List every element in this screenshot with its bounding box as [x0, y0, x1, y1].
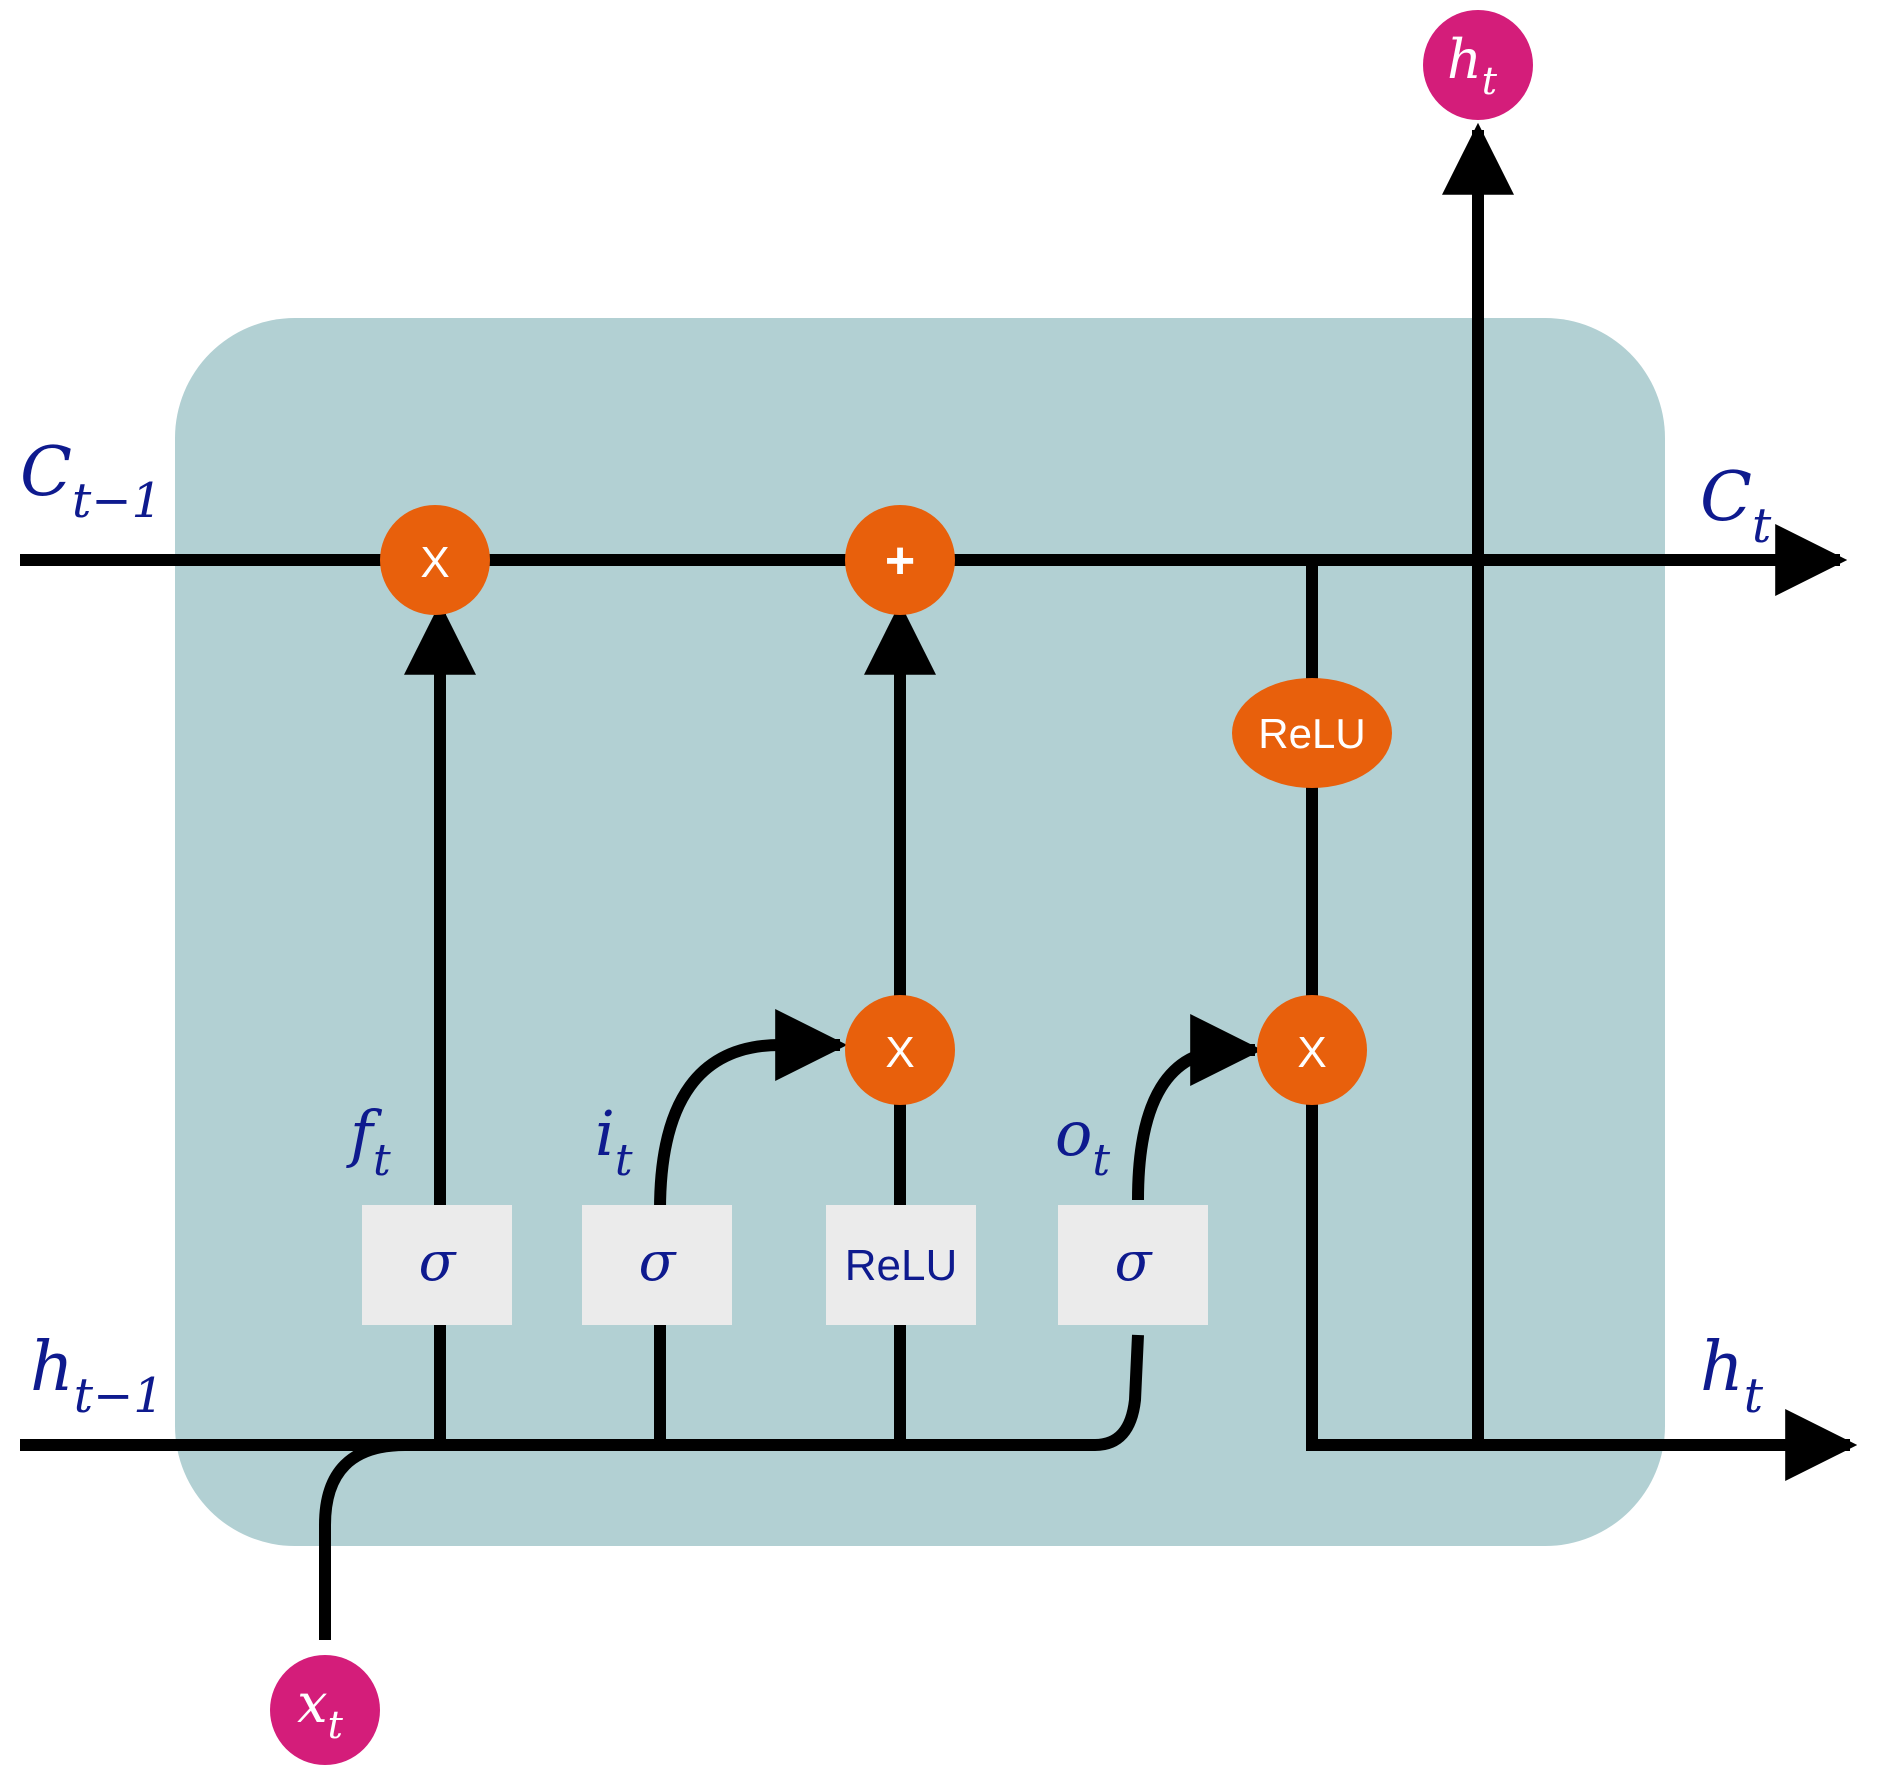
cell-activation-label: ReLU: [1258, 710, 1365, 757]
h-next-label: ht: [1700, 1328, 1764, 1424]
hidden-output-line: [1306, 1050, 1858, 1481]
output-gate-line: [1132, 1014, 1263, 1201]
svg-text:xt: xt: [297, 1672, 343, 1747]
cell-activation-node: ReLU: [1232, 678, 1392, 788]
h-next-sub: t: [1744, 1368, 1764, 1424]
input-x-line: [319, 1439, 406, 1640]
input-gate-base: i: [595, 1097, 615, 1170]
h-top-base: h: [1447, 28, 1482, 91]
input-gate-box: σ: [582, 1205, 732, 1325]
input-multiply-symbol: X: [885, 1028, 914, 1077]
x-input-node: xt: [270, 1655, 380, 1765]
svg-text:ht: ht: [1447, 28, 1498, 103]
forget-gate-sub: t: [373, 1135, 391, 1186]
c-next-base: C: [1700, 458, 1752, 537]
cell-background: [175, 318, 1665, 1546]
h-top-node: ht: [1423, 10, 1533, 120]
forget-multiply-node: X: [380, 505, 490, 615]
candidate-gate-label: ReLU: [845, 1241, 958, 1290]
hidden-state-line: [20, 1334, 1144, 1451]
x-input-base: x: [297, 1672, 327, 1735]
candidate-gate-box: ReLU: [826, 1205, 976, 1325]
c-next-label: Ct: [1700, 458, 1772, 554]
output-gate-symbol: σ: [1115, 1230, 1154, 1293]
h-top-sub: t: [1482, 59, 1498, 103]
output-gate-base: o: [1055, 1097, 1092, 1170]
output-gate-sub: t: [1092, 1135, 1110, 1186]
c-prev-label: Ct−1: [20, 433, 162, 529]
h-next-base: h: [1700, 1328, 1744, 1407]
h-prev-sub: t−1: [74, 1368, 164, 1424]
c-prev-sub: t−1: [72, 473, 162, 529]
output-gate-label: ot: [1055, 1097, 1110, 1186]
input-gate-sub: t: [615, 1135, 633, 1186]
output-gate-box: σ: [1058, 1205, 1208, 1325]
h-prev-base: h: [30, 1328, 74, 1407]
forget-multiply-symbol: X: [420, 538, 449, 587]
c-next-sub: t: [1752, 498, 1772, 554]
input-gate-line: [654, 1009, 848, 1445]
input-gate-label: it: [595, 1097, 633, 1186]
c-prev-base: C: [20, 433, 72, 512]
input-gate-symbol: σ: [639, 1230, 678, 1293]
forget-gate-symbol: σ: [419, 1230, 458, 1293]
cell-add-node: +: [845, 505, 955, 615]
forget-gate-box: σ: [362, 1205, 512, 1325]
cell-add-symbol: +: [885, 532, 915, 590]
input-multiply-node: X: [845, 995, 955, 1105]
h-prev-label: ht−1: [30, 1328, 164, 1424]
x-input-sub: t: [328, 1703, 344, 1747]
output-multiply-symbol: X: [1297, 1028, 1326, 1077]
output-multiply-node: X: [1257, 995, 1367, 1105]
